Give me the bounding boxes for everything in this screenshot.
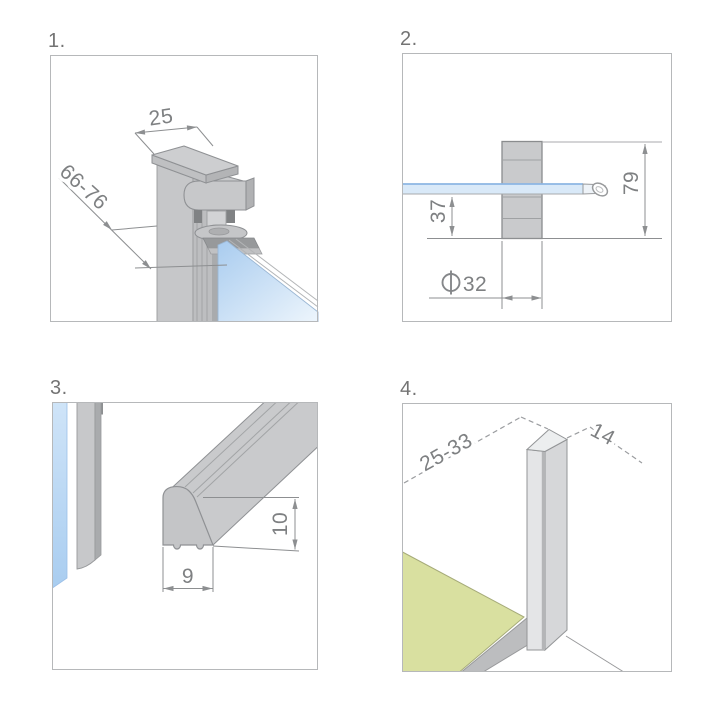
dim-79-label: 79 [620,171,643,195]
hinge-pivot [194,210,248,242]
dimension-seal-width [162,547,214,592]
glass-panel-edge [52,402,68,589]
dim-9-label: 9 [182,565,194,588]
seal-cross-section [162,485,214,550]
dimension-block-height [642,144,648,236]
panel-1: 1. [48,30,319,322]
dimension-profile-width [134,125,214,155]
dimension-seal-height [203,497,300,552]
dashed-dimension-guides [403,416,643,484]
dimension-diameter [429,241,543,309]
dimension-bar-offset [449,197,455,236]
dim-37-label: 37 [427,199,450,223]
panel-4: 4. 25-33 14 [400,378,672,672]
panel-4-drawing: 25-33 14 [402,403,672,672]
bar-end-tip [582,182,609,197]
wall-profile-strip [76,402,103,570]
profile-top-cap [151,145,239,184]
dim-10-label: 10 [269,512,292,536]
diameter-icon [441,270,461,295]
panel-3-label: 3. [50,377,68,399]
dimension-adjust-range [58,177,228,270]
panel-4-label: 4. [400,378,418,400]
floor-profile-post [525,428,569,652]
support-bar-glass [402,183,583,195]
sealing-strip-bar [162,402,318,550]
panel-4-border [402,403,672,672]
corner-floor-line [565,635,624,672]
glass-panel [217,238,319,322]
panel-1-label: 1. [48,30,66,52]
panel-1-drawing: 25 66-76 [50,55,319,322]
panel-2-label: 2. [400,28,418,50]
panel-3-drawing: 10 9 [52,402,318,670]
panel-2-border [402,53,672,322]
panel-3-border [52,402,318,670]
panel-3: 3. [50,377,318,670]
dim-25-label: 25 [147,104,174,130]
panel-2-drawing: 79 37 32 [402,53,672,322]
panel-2: 2. [400,28,672,322]
panel-1-border [50,55,318,322]
dim-32-label: 32 [463,273,487,296]
